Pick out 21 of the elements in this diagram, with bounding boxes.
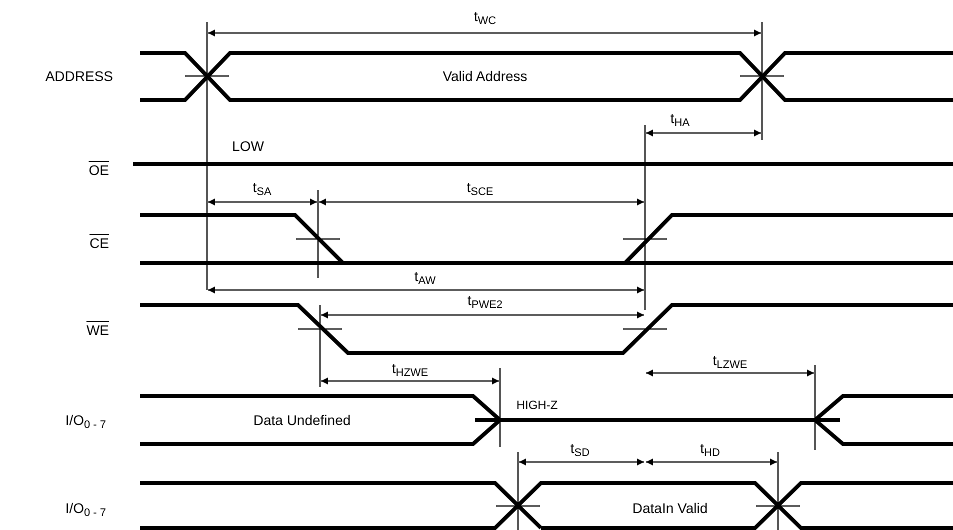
timing-label: t$_{SA}$ <box>252 179 272 195</box>
state-label: Data Undefined <box>253 412 351 428</box>
timing-label: t$_{SD}$ <box>570 440 590 456</box>
signal-name: ADDRESS <box>45 68 113 84</box>
timing-label: t$_{WC}$ <box>474 8 496 24</box>
state-label: DataIn Valid <box>632 500 708 516</box>
timing-label: t$_{HD}$ <box>700 440 720 456</box>
timing-label: t$_{AW}$ <box>414 268 436 284</box>
state-label: LOW <box>232 138 264 154</box>
signal-name: WE <box>86 322 109 338</box>
timing-label: t$_{LZWE}$ <box>712 352 748 368</box>
state-label: HIGH-Z <box>516 397 558 413</box>
signal-name: CE <box>90 235 109 251</box>
signal-name: OE <box>88 162 109 178</box>
timing-label: t$_{PWE2}$ <box>467 292 503 308</box>
timing-label: t$_{HA}$ <box>670 110 690 126</box>
timing-label: t$_{SCE}$ <box>466 179 494 195</box>
signal-name: I/O$_{0 - 7}$ <box>65 412 106 428</box>
timing-label: t$_{HZWE}$ <box>392 360 428 376</box>
state-label: Valid Address <box>442 68 528 84</box>
signal-name: I/O$_{0 - 7}$ <box>65 500 106 516</box>
